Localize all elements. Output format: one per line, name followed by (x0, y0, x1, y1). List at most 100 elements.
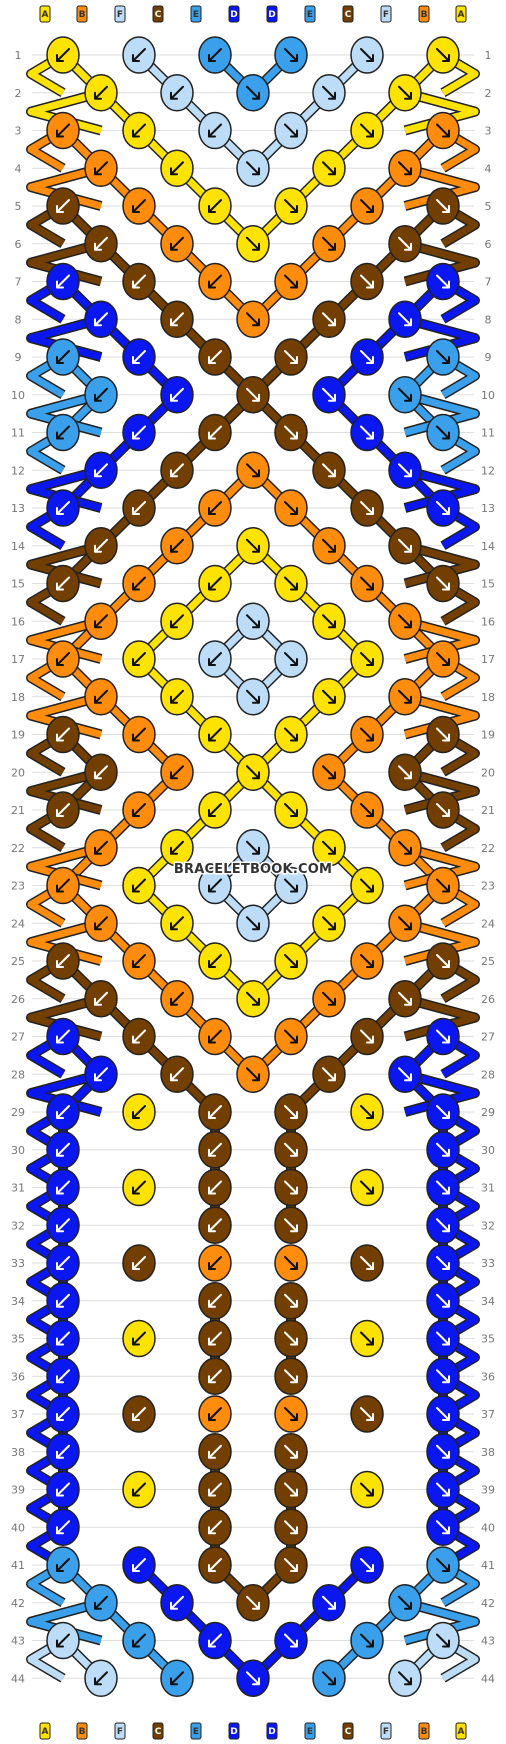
strand-label: B (76, 1722, 88, 1740)
knot (274, 1470, 308, 1509)
knot (312, 980, 346, 1018)
knot (426, 1470, 460, 1509)
knot-arrow-icon (56, 1558, 70, 1572)
knot-arrow-icon (246, 463, 260, 478)
knot (46, 715, 80, 754)
row-number: 10 (11, 389, 25, 402)
knot-arrow-icon (94, 840, 108, 855)
knot-arrow-icon (284, 199, 298, 213)
knot-arrow-icon (132, 1180, 146, 1195)
knot (388, 1055, 422, 1093)
knot-arrow-icon (56, 123, 70, 138)
row-number: 35 (481, 1333, 495, 1346)
knot (312, 829, 346, 867)
row-number: 4 (15, 162, 22, 175)
knot (122, 866, 156, 905)
row-number: 9 (15, 351, 22, 364)
knot-arrow-icon (170, 1671, 184, 1686)
row-number: 33 (481, 1257, 495, 1270)
knot-arrow-icon (284, 123, 298, 138)
knot-arrow-icon (132, 1558, 146, 1572)
strand-label: B (76, 5, 88, 23)
knot-arrow-icon (284, 1444, 298, 1459)
knot-arrow-icon (246, 614, 260, 629)
strand-label-text: E (307, 10, 313, 20)
knot-arrow-icon (208, 1331, 222, 1346)
knot (46, 1357, 80, 1395)
knot (274, 1357, 308, 1395)
row-number: 34 (481, 1295, 495, 1308)
row-number: 17 (11, 653, 25, 666)
knot (426, 1244, 460, 1282)
knot (426, 187, 460, 225)
knot-arrow-icon (246, 312, 260, 327)
knot-arrow-icon (360, 1407, 374, 1421)
strand-label: E (190, 5, 202, 23)
strand-label-swatch (190, 5, 202, 23)
strand-label: C (342, 1722, 354, 1740)
knot-arrow-icon (436, 1105, 450, 1119)
strand-label-swatch (380, 1722, 392, 1740)
knot (274, 262, 308, 301)
strand-label: E (304, 5, 316, 23)
knot-arrow-icon (322, 1671, 336, 1686)
row-number: 35 (11, 1333, 25, 1346)
knot-arrow-icon (436, 1180, 450, 1195)
knot-arrow-icon (436, 1407, 450, 1421)
row-number: 23 (11, 880, 25, 893)
strand-label-swatch (190, 1722, 202, 1740)
knot (198, 866, 232, 905)
knot-arrow-icon (246, 765, 260, 780)
knot (426, 1206, 460, 1244)
knot-arrow-icon (436, 1331, 450, 1346)
knot (122, 111, 156, 150)
knot-arrow-icon (56, 1105, 70, 1119)
knot (350, 1017, 384, 1056)
knot (388, 451, 422, 489)
knot (426, 1017, 460, 1056)
knot (350, 1621, 384, 1660)
knot-arrow-icon (322, 387, 336, 402)
knot-arrow-icon (436, 1482, 450, 1497)
knot (46, 1093, 80, 1131)
knot-arrow-icon (132, 123, 146, 138)
strand-label-text: D (230, 10, 237, 20)
knot (236, 1584, 270, 1622)
knot-arrow-icon (132, 878, 146, 893)
row-number: 26 (11, 993, 25, 1006)
knot (198, 187, 232, 225)
knot-arrow-icon (284, 576, 298, 591)
knot (312, 527, 346, 565)
knot-arrow-icon (208, 727, 222, 742)
knot-arrow-icon (322, 538, 336, 553)
strand-label: B (418, 5, 430, 23)
strand-label-text: A (458, 1727, 465, 1737)
knot-arrow-icon (94, 1671, 108, 1686)
row-number: 11 (481, 427, 495, 440)
strand-label-swatch (418, 5, 430, 23)
knot (160, 527, 194, 565)
knot-arrow-icon (436, 576, 450, 591)
row-number: 39 (11, 1484, 25, 1497)
knot (46, 1168, 80, 1207)
knot-arrow-icon (94, 1595, 108, 1610)
knot-arrow-icon (436, 1293, 450, 1308)
strand-label-swatch (228, 5, 240, 23)
knot-arrow-icon (208, 954, 222, 968)
knot (160, 149, 194, 187)
knot (84, 1055, 118, 1093)
knot-arrow-icon (208, 199, 222, 213)
row-number: 5 (15, 200, 22, 213)
knot-arrow-icon (208, 1105, 222, 1119)
knot-arrow-icon (170, 387, 184, 402)
strand-label-text: C (345, 10, 352, 20)
knot (198, 791, 232, 829)
knot (274, 187, 308, 225)
knot-arrow-icon (208, 878, 222, 893)
knot-arrow-icon (284, 1029, 298, 1044)
knot (46, 1621, 80, 1660)
strand-label: F (114, 5, 126, 23)
knot-arrow-icon (56, 1218, 70, 1233)
